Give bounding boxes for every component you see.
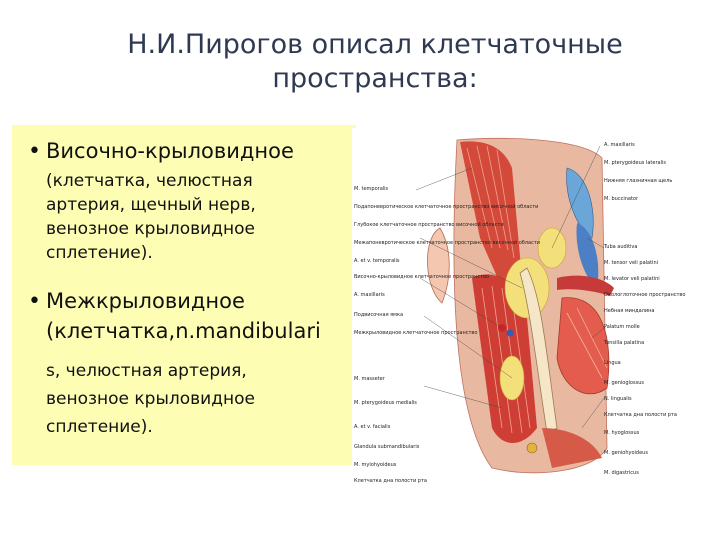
label-right-16: M. hyoglossus	[604, 430, 640, 436]
slide-title: Н.И.Пирогов описал клетчаточные простран…	[60, 28, 690, 96]
label-right-3: Нижняя глазничная щель	[604, 178, 672, 184]
bullet-1: •	[28, 139, 41, 164]
item-1-detail-2: артерия, щечный нерв,	[46, 195, 256, 215]
label-right-9: Небная миндалина	[604, 308, 654, 314]
label-left-14: M. mylohyoideus	[354, 462, 397, 468]
item-2-heading-2: (клетчатка,n.mandibulari	[46, 319, 321, 343]
label-left-10: M. masseter	[354, 376, 386, 382]
item-1-heading: Височно-крыловидное	[46, 139, 294, 163]
label-right-18: M. digastricus	[604, 470, 639, 476]
item-2-detail-2: венозное крыловидное	[46, 389, 255, 409]
label-left-11: M. pterygoideus medialis	[354, 400, 417, 406]
item-1-detail-3: венозное крыловидное	[46, 219, 255, 239]
label-right-12: Lingua	[604, 360, 621, 366]
item-2-detail-3: сплетение).	[46, 417, 153, 437]
label-left-1: M. temporalis	[354, 186, 389, 192]
label-right-14: N. lingualis	[604, 396, 632, 402]
text-panel: • Височно-крыловидное (клетчатка, челюст…	[12, 125, 356, 465]
anatomy-illustration: M. temporalis Подапоневротическое клетча…	[352, 128, 690, 488]
anatomy-svg: M. temporalis Подапоневротическое клетча…	[354, 137, 685, 484]
bullet-2: •	[28, 289, 41, 314]
label-right-2: M. pterygoideus lateralis	[604, 160, 666, 166]
label-left-15: Клетчатка дна полости рта	[354, 478, 427, 484]
label-right-10: Palatum molle	[604, 324, 640, 330]
title-line-2: пространства:	[272, 63, 478, 94]
label-left-5: A. et v. temporalis	[354, 258, 400, 264]
label-right-7: M. levator veli palatini	[604, 276, 660, 282]
item-2-detail-1: s, челюстная артерия,	[46, 361, 247, 381]
label-left-12: A. et v. facialis	[354, 424, 391, 430]
label-right-1: A. maxillaris	[604, 142, 635, 148]
label-right-15: Клетчатка дна полости рта	[604, 412, 677, 418]
item-2-heading-1: Межкрыловидное	[46, 289, 245, 313]
label-right-5: Tuba auditiva	[603, 244, 637, 250]
label-left-6: Височно-крыловидное клетчаточное простра…	[354, 274, 489, 280]
label-left-2: Подапоневротическое клетчаточное простра…	[354, 203, 538, 210]
label-left-8: Подвисочная ямка	[354, 312, 403, 318]
label-right-11: Tonsilla palatina	[603, 340, 644, 346]
label-left-9: Межкрыловидное клетчаточное пространство	[354, 330, 477, 336]
label-right-17: M. geniohyoideus	[604, 450, 648, 456]
label-left-13: Glandula submandibularis	[354, 444, 420, 450]
title-line-1: Н.И.Пирогов описал клетчаточные	[127, 29, 623, 60]
label-right-4: M. buccinator	[604, 196, 639, 202]
label-right-13: M. genioglossus	[604, 380, 644, 386]
label-right-6: M. tensor veli palatini	[604, 260, 658, 266]
item-1-detail-1: (клетчатка, челюстная	[46, 171, 253, 191]
label-left-4: Межапоневротическое клетчаточное простра…	[354, 239, 540, 246]
label-right-8: Окологлоточное пространство	[604, 292, 685, 298]
label-left-3: Глубокое клетчаточное пространство височ…	[354, 221, 504, 228]
item-1-detail-4: сплетение).	[46, 243, 153, 263]
label-left-7: A. maxillaris	[354, 292, 385, 298]
